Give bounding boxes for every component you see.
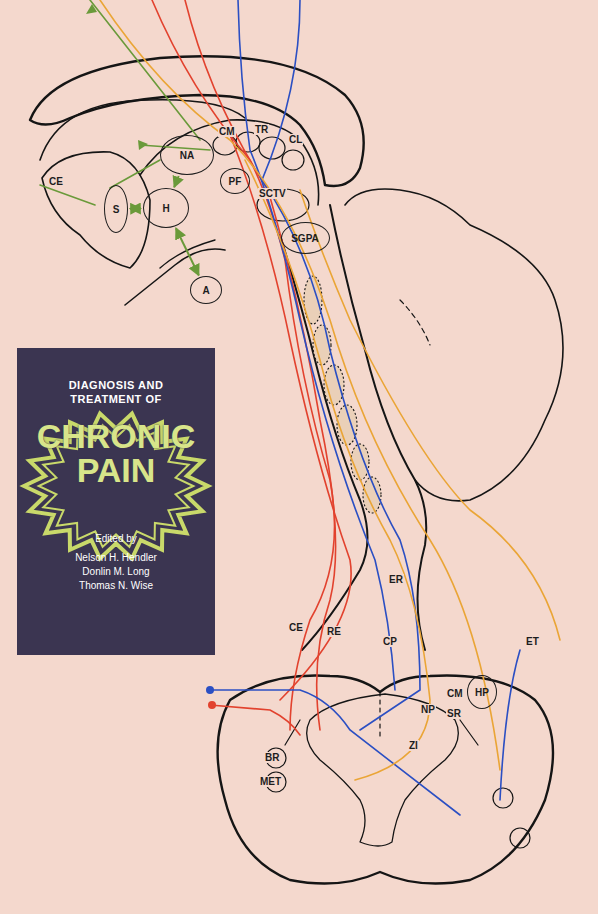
cover-text: Donlin M. Long [82, 566, 149, 577]
structure-label: BR [264, 752, 280, 763]
structure-label: RE [326, 626, 342, 637]
nucleus-label: SGPA [291, 233, 319, 244]
structure-label: TR [254, 124, 269, 135]
book-cover: DIAGNOSIS AND TREATMENT OF CHRONIC PAIN Ed… [17, 348, 215, 655]
structure-label: SR [446, 708, 462, 719]
nucleus-ellipse: A [190, 276, 222, 304]
tract-arrow [176, 228, 199, 275]
tract-arrow [130, 208, 141, 210]
cover-text: Thomas N. Wise [79, 580, 153, 591]
cover-text: CHRONIC PAIN [31, 419, 201, 487]
cover-text: DIAGNOSIS AND TREATMENT OF [41, 378, 191, 407]
nucleus-ellipse: NA [160, 135, 214, 175]
structure-label: MET [259, 776, 282, 787]
nucleus-ellipse: PF [220, 168, 250, 194]
structure-label: SCTV [258, 188, 287, 199]
nucleus-label: S [113, 204, 120, 215]
nucleus-label: NA [180, 150, 194, 161]
structure-label: CM [218, 126, 236, 137]
structure-label: ZI [408, 740, 419, 751]
structure-label: CE [288, 622, 304, 633]
structure-label: ET [525, 636, 540, 647]
nucleus-ellipse: S [104, 185, 128, 233]
nucleus-ellipse: HP [467, 675, 497, 709]
nucleus-ellipse: SGPA [281, 222, 330, 254]
nucleus-label: PF [229, 176, 242, 187]
structure-label: CM [446, 688, 464, 699]
cover-text: Edited by [95, 533, 137, 544]
nucleus-label: HP [475, 687, 489, 698]
tract-arrow [174, 176, 179, 187]
nucleus-label: A [202, 285, 209, 296]
structure-label: CE [48, 176, 64, 187]
structure-label: CL [288, 134, 303, 145]
structure-label: CP [382, 636, 398, 647]
nucleus-label: H [162, 203, 169, 214]
structure-label: NP [420, 704, 436, 715]
starburst-outline [24, 414, 208, 559]
cover-text: Nelson H. Hendler [75, 552, 157, 563]
nucleus-ellipse: H [143, 188, 189, 228]
structure-label: ER [388, 574, 404, 585]
